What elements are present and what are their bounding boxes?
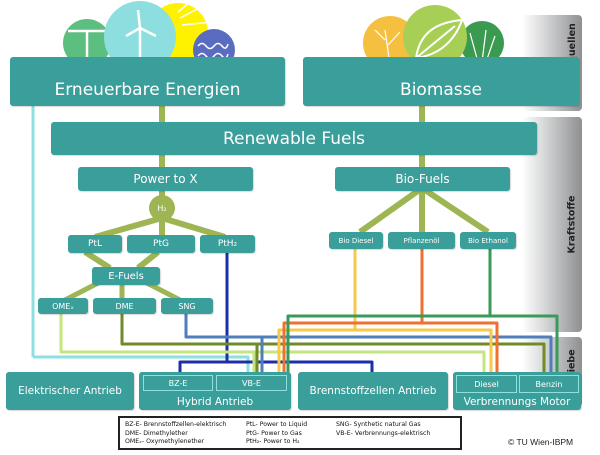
power-to-x-box: Power to X [78, 167, 253, 191]
copyright: © TU Wien-IBPM [508, 437, 574, 447]
branch-ome [63, 279, 102, 303]
electric-drive-label: Elektrischer Antrieb [18, 385, 122, 397]
pflanzenoel-label: Pflanzenöl [403, 236, 440, 245]
pflanzenoel-box: Pflanzenöl [388, 232, 455, 249]
fuel-cell-drive-box: Brennstoffzellen Antrieb [298, 372, 448, 410]
ome-label: OMEₓ [52, 301, 74, 311]
bio-diesel-box: Bio Diesel [329, 232, 383, 249]
benzin-box: Benzin [519, 375, 579, 393]
bz-e-box: BZ-E [143, 375, 213, 391]
dme-label: DME [115, 301, 134, 311]
sng-box: SNG [161, 298, 213, 314]
ptg-label: PtG [153, 239, 169, 249]
benzin-label: Benzin [535, 379, 563, 389]
line-electric-hybrid [33, 355, 250, 375]
legend-item: SNG- Synthetic natural Gas [336, 421, 421, 428]
hybrid-drive-label: Hybrid Antrieb [176, 396, 254, 408]
power-to-x-label: Power to X [133, 172, 198, 186]
efuels-box: E-Fuels [92, 267, 160, 285]
diesel-box: Diesel [456, 375, 517, 393]
renewable-fuels-box: Renewable Fuels [51, 122, 537, 155]
ptg-box: PtG [127, 235, 195, 253]
ptl-box: PtL [68, 235, 122, 253]
diesel-label: Diesel [474, 379, 499, 389]
sng-label: SNG [178, 301, 196, 311]
h2-hub: H₂ [149, 195, 175, 221]
bio-fuels-label: Bio-Fuels [395, 172, 450, 186]
wheat-icon [460, 21, 504, 65]
pth2-box: PtH₂ [200, 235, 255, 253]
vb-e-label: VB-E [242, 378, 261, 388]
legend-item: BZ-E- Brennstoffzellen-elektrisch [125, 421, 227, 428]
legend-col-3: SNG- Synthetic natural Gas VB-E- Verbren… [336, 421, 430, 438]
efuels-label: E-Fuels [108, 270, 144, 282]
hybrid-drive-box: BZ-E VB-E Hybrid Antrieb [139, 372, 291, 410]
bio-diesel-label: Bio Diesel [338, 236, 374, 245]
line-biodiesel [353, 248, 493, 375]
ptl-label: PtL [88, 239, 102, 249]
electric-drive-box: Elektrischer Antrieb [6, 372, 134, 410]
legend-item: DME- Dimethylether [125, 429, 188, 437]
bio-ethanol-label: Bio Ethanol [468, 236, 508, 245]
biomass-icons [363, 5, 504, 70]
biomass-box: Biomasse [303, 57, 579, 106]
branch-pth2 [161, 215, 226, 240]
line-bioethanol [488, 248, 559, 375]
combustion-engine-box: Diesel Benzin Verbrennungs Motor [453, 372, 581, 410]
bio-fuels-box: Bio-Fuels [335, 167, 510, 191]
legend-item: PtG- Power to Gas [246, 429, 302, 437]
legend-item: OMEₓ- Oxymethylenether [125, 438, 205, 446]
bio-ethanol-box: Bio Ethanol [460, 232, 516, 249]
renewable-energy-label: Erneuerbare Energien [54, 80, 241, 100]
line-bioethanol-hybrid [286, 314, 490, 375]
dme-box: DME [93, 298, 156, 314]
legend-item: PtL- Power to Liquid [246, 421, 308, 428]
legend-col-1: BZ-E- Brennstoffzellen-elektrisch DME- D… [125, 421, 226, 447]
line-dme [120, 313, 546, 375]
line-pflanzenoel [420, 248, 499, 375]
ome-box: OMEₓ [38, 298, 88, 314]
legend-col-2: PtL- Power to Liquid PtG- Power to Gas P… [246, 421, 307, 447]
branch-sng [143, 279, 182, 303]
line-pth2-fc [227, 360, 374, 375]
line-biodiesel-hybrid [277, 328, 355, 375]
vb-e-box: VB-E [216, 375, 287, 391]
line-pth2 [178, 250, 229, 375]
renewable-energy-box: Erneuerbare Energien [10, 57, 285, 106]
branch-efuels-ptl [83, 249, 112, 271]
combustion-engine-label: Verbrennungs Motor [463, 396, 571, 408]
legend: BZ-E- Brennstoffzellen-elektrisch DME- D… [118, 416, 462, 450]
pth2-label: PtH₂ [217, 239, 238, 249]
line-pflanzenoel-hybrid [282, 321, 422, 375]
bz-e-label: BZ-E [168, 378, 188, 388]
branch-ptl [94, 215, 163, 240]
line-ome [59, 313, 486, 375]
legend-item: PtH₂- Power to H₂ [246, 438, 300, 446]
fuel-cell-drive-label: Brennstoffzellen Antrieb [309, 385, 437, 397]
branch-biodiesel [358, 185, 424, 235]
renewable-fuels-label: Renewable Fuels [222, 128, 366, 149]
h2-label: H₂ [157, 203, 167, 213]
line-sng [184, 313, 553, 375]
biomass-label: Biomasse [400, 80, 482, 100]
branch-efuels-ptg [136, 249, 160, 271]
branch-bioethanol [420, 185, 490, 235]
legend-item: VB-E- Verbrennungs-elektrisch [336, 429, 431, 437]
